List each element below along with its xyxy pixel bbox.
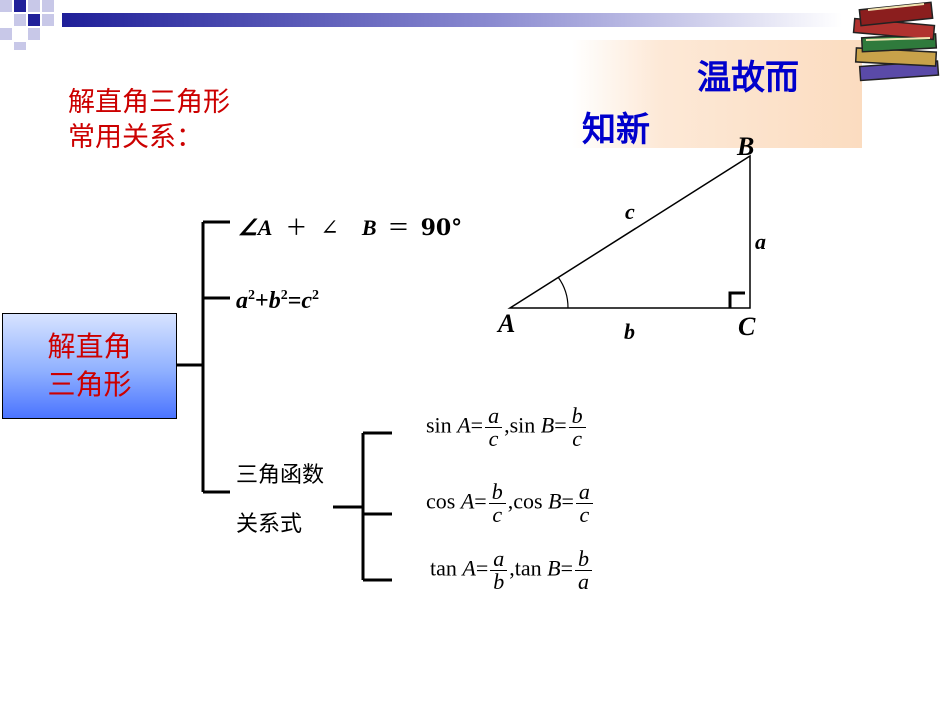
vertex-a-label: A	[498, 309, 516, 338]
review-banner	[572, 40, 862, 148]
pyth-c-exp: 2	[312, 288, 320, 303]
trig-label-line1: 三角函数	[236, 463, 325, 488]
numerator: a	[575, 481, 593, 504]
angle-a: ∠A	[238, 215, 273, 240]
pyth-plus: +	[255, 288, 269, 314]
angle-symbol: ∠	[320, 216, 339, 241]
numerator: b	[488, 481, 506, 504]
plus-sign: ＋	[285, 216, 308, 241]
fn-var: B	[548, 488, 562, 514]
fn-name: tan	[430, 555, 457, 581]
denominator: c	[572, 426, 582, 451]
banner-line1: 温故而	[697, 58, 799, 98]
fn-name: cos	[426, 488, 456, 514]
fn-var: A	[457, 412, 471, 438]
denominator: c	[579, 502, 590, 527]
fn-var: A	[462, 555, 476, 581]
separator: ,	[509, 555, 515, 581]
fn-name: tan	[514, 555, 542, 581]
numerator: a	[490, 548, 508, 571]
fn-var: A	[460, 488, 475, 514]
main-topic-line2: 三角形	[47, 368, 132, 401]
pyth-b-exp: 2	[280, 288, 288, 303]
pyth-a: a	[236, 288, 248, 314]
fn-var: B	[540, 412, 555, 438]
pyth-c: c	[301, 288, 313, 314]
angle-b: B	[361, 215, 377, 240]
numerator: b	[575, 548, 593, 571]
separator: ,	[507, 488, 514, 514]
pythagorean-relation: a2+b2=c2	[236, 288, 319, 315]
banner-line2: 知新	[582, 110, 650, 150]
side-a-label: a	[755, 229, 766, 254]
main-topic-box: 解直角 三角形	[2, 313, 177, 419]
vertex-c-label: C	[738, 312, 756, 341]
side-c-label: c	[625, 199, 635, 224]
side-b-label: b	[624, 319, 635, 344]
section-title-line2: 常用关系：	[68, 122, 203, 153]
pyth-eq: =	[287, 288, 302, 314]
fn-var: B	[547, 555, 561, 581]
checker-squares-icon	[0, 0, 54, 50]
denominator: c	[488, 426, 499, 451]
denominator: c	[492, 502, 503, 527]
numerator: b	[568, 405, 586, 428]
fn-name: sin	[509, 412, 536, 438]
section-title-line1: 解直角三角形	[68, 87, 230, 118]
angle-sum-value: 90°	[420, 215, 463, 241]
equals-sign: ＝	[387, 216, 410, 241]
trig-label-line2: 关系式	[236, 512, 303, 537]
right-angle-mark	[728, 291, 745, 308]
main-topic-line1: 解直角	[47, 330, 132, 363]
angle-a-arc	[557, 276, 569, 309]
triangle-outline	[507, 154, 751, 309]
denominator: b	[493, 569, 505, 594]
vertex-b-label: B	[737, 132, 755, 161]
pyth-a-exp: 2	[248, 288, 255, 303]
separator: ,	[504, 412, 510, 438]
pyth-b: b	[268, 288, 281, 314]
book-stack-icon	[852, 1, 940, 82]
header-bar	[0, 0, 842, 50]
angle-sum-relation: ∠A ＋ ∠ B ＝ 90°	[238, 210, 462, 242]
numerator: a	[485, 405, 503, 428]
fn-name: cos	[513, 488, 543, 514]
fn-name: sin	[426, 412, 452, 438]
denominator: a	[578, 569, 590, 594]
